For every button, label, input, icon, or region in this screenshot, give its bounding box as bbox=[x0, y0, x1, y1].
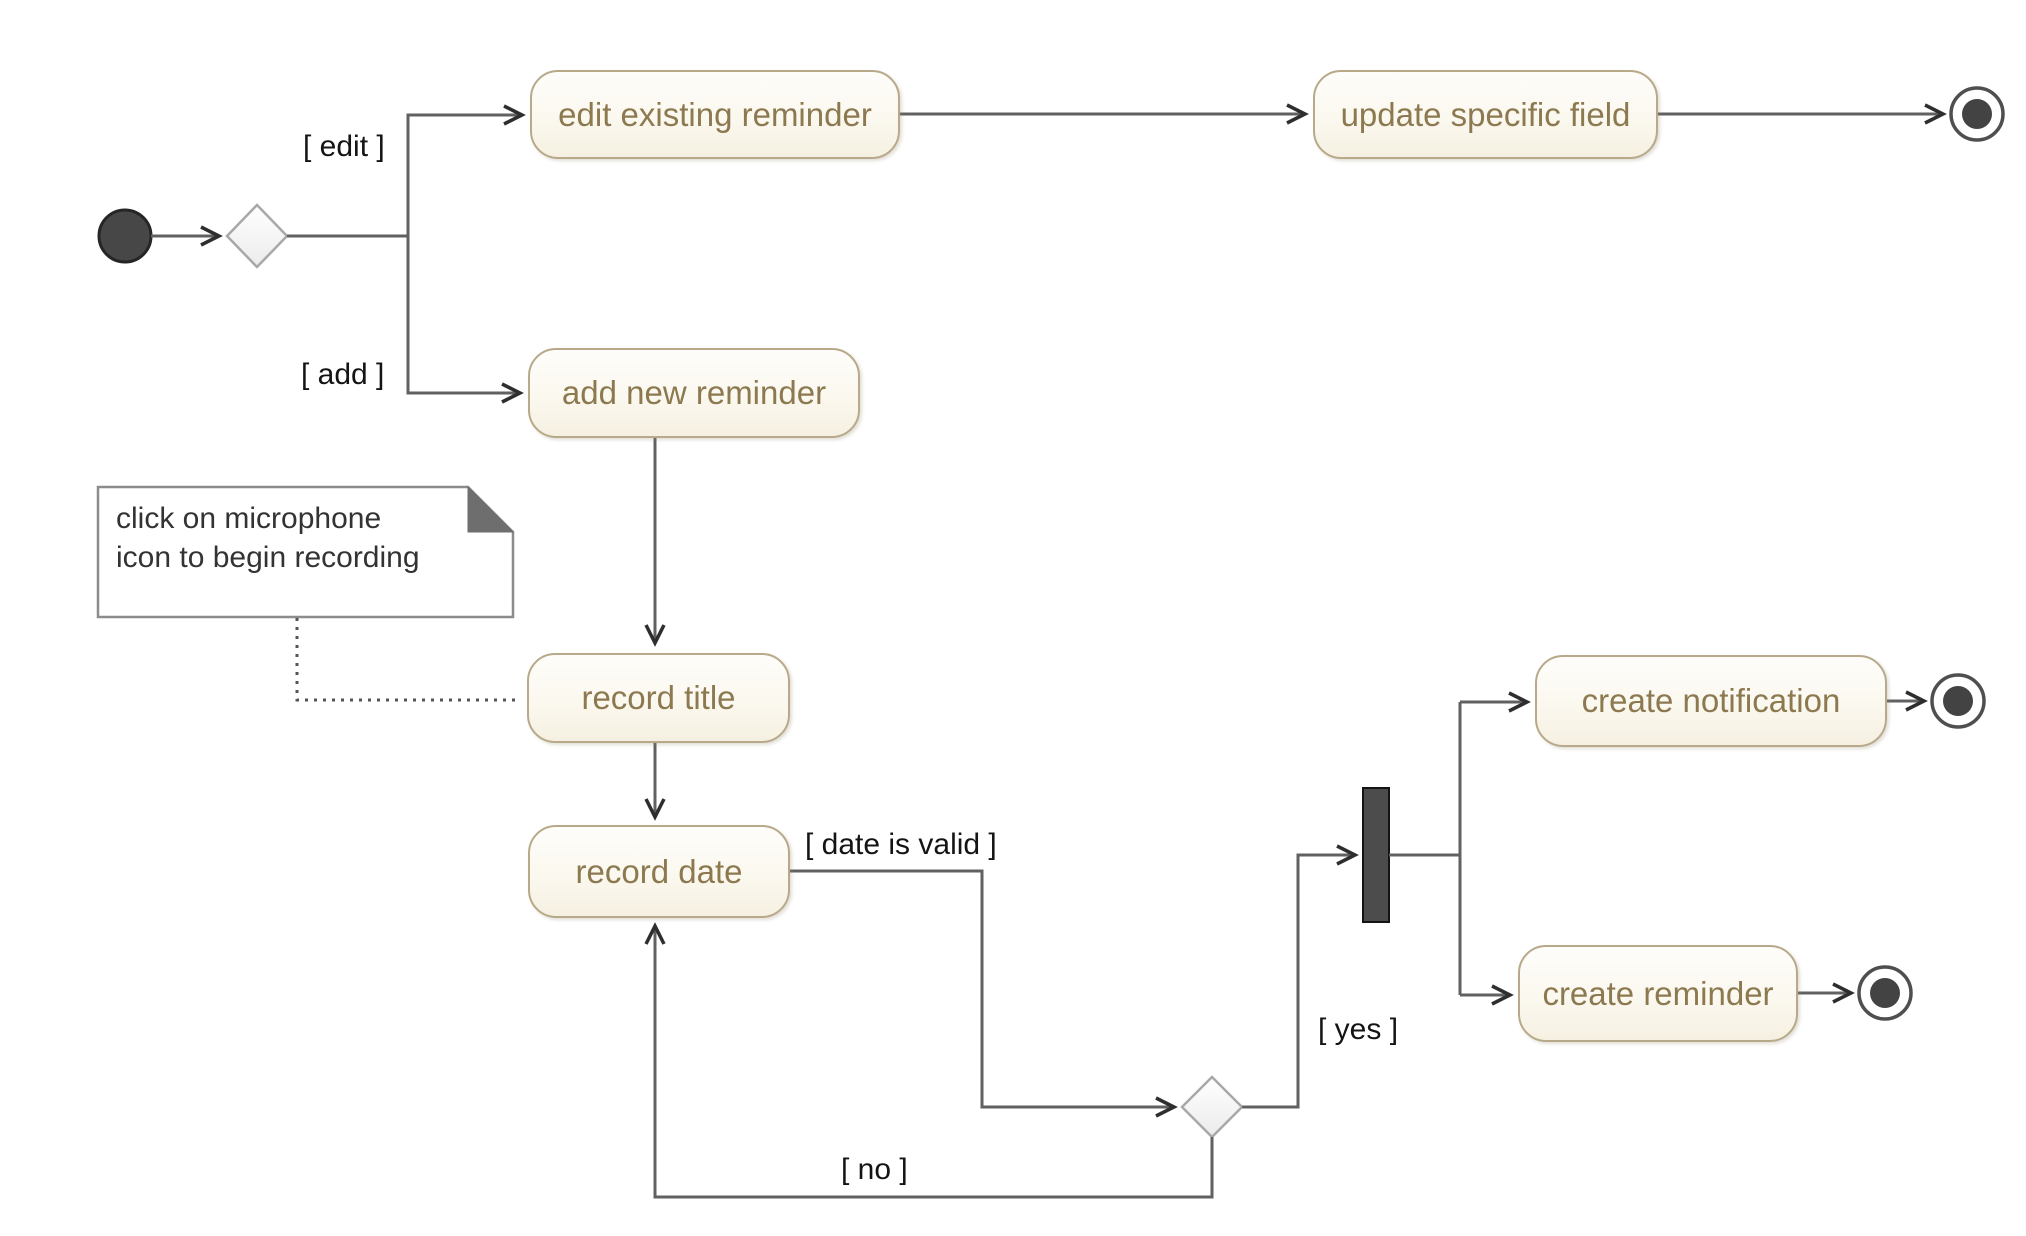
edge-note-connector bbox=[295, 618, 520, 702]
note-fold-corner-icon bbox=[467, 485, 515, 533]
edge-guard-no-loop bbox=[644, 922, 1214, 1199]
action-record-title: record title bbox=[527, 653, 790, 743]
note-microphone: click on microphone icon to begin record… bbox=[116, 499, 496, 577]
decision-date-valid bbox=[1180, 1075, 1244, 1139]
action-label: add new reminder bbox=[561, 374, 827, 411]
action-create-reminder: create reminder bbox=[1518, 945, 1798, 1042]
initial-node bbox=[97, 208, 153, 264]
final-node-reminder-inner bbox=[1870, 978, 1900, 1008]
guard-add: [ add ] bbox=[301, 358, 385, 391]
edge-date-valid-to-decision bbox=[790, 869, 1178, 1118]
edge-guard-yes-to-fork bbox=[1242, 844, 1359, 1109]
action-create-notification: create notification bbox=[1535, 655, 1887, 747]
action-label: update specific field bbox=[1340, 95, 1631, 133]
edge-guard-add bbox=[406, 236, 524, 404]
action-edit-existing-reminder: edit existing reminder bbox=[530, 70, 900, 159]
guard-no: [ no ] bbox=[841, 1153, 908, 1186]
action-label: create notification bbox=[1581, 682, 1841, 719]
edge-guard-edit bbox=[406, 104, 526, 236]
guard-yes: [ yes ] bbox=[1318, 1013, 1399, 1046]
note-shape bbox=[96, 485, 515, 619]
action-label: create reminder bbox=[1542, 974, 1774, 1012]
fork-bar bbox=[1362, 787, 1390, 923]
action-label: record date bbox=[575, 852, 743, 890]
action-add-new-reminder: add new reminder bbox=[528, 348, 860, 438]
action-label: edit existing reminder bbox=[558, 95, 872, 133]
action-update-specific-field: update specific field bbox=[1313, 70, 1658, 159]
action-label: record title bbox=[581, 679, 736, 716]
final-node-notification-inner bbox=[1943, 686, 1973, 716]
final-node-edit-inner bbox=[1962, 99, 1992, 129]
note-line-1: click on microphone bbox=[116, 502, 382, 535]
guard-date-is-valid: [ date is valid ] bbox=[805, 828, 997, 861]
guard-edit: [ edit ] bbox=[303, 130, 385, 163]
note-line-2: icon to begin recording bbox=[116, 541, 420, 574]
action-record-date: record date bbox=[528, 825, 790, 918]
decision-edit-or-add bbox=[225, 203, 289, 269]
